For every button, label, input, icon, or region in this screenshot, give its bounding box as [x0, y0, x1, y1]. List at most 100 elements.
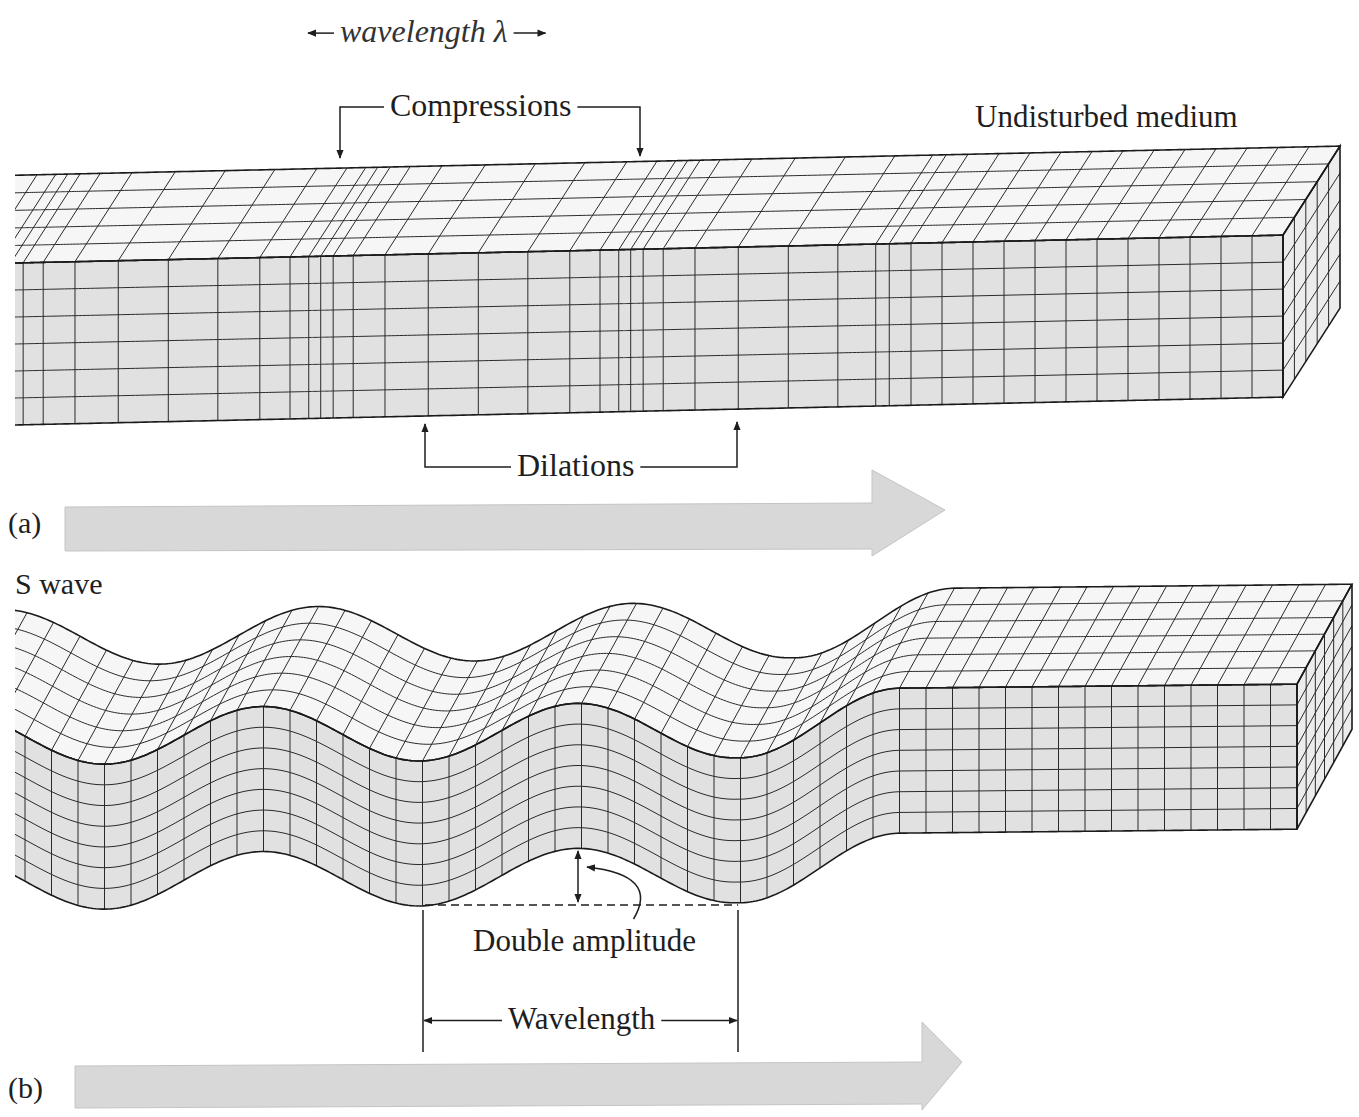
grid-line — [343, 735, 344, 880]
grid-line — [1035, 152, 1092, 241]
grid-line — [1328, 164, 1329, 326]
front-face — [15, 235, 1283, 428]
grid-line — [1159, 149, 1216, 238]
extent-line — [737, 910, 739, 1052]
grid-line — [942, 154, 999, 243]
grid-line — [1342, 601, 1343, 746]
grid-line — [15, 370, 1283, 401]
amplitude-leader — [587, 867, 641, 919]
grid-line — [1138, 686, 1139, 831]
grid-line — [168, 171, 225, 260]
grid-line — [316, 721, 317, 866]
grid-line — [478, 164, 535, 253]
grid-line — [15, 808, 1297, 888]
s-wave-block — [15, 584, 1352, 909]
dimension-arrow — [424, 1020, 502, 1022]
wavelength-label: Wavelength — [508, 1000, 655, 1037]
panel-letter: (a) — [8, 505, 41, 541]
grid-line — [15, 601, 1343, 681]
grid-line — [15, 316, 1283, 347]
grid-line — [15, 175, 37, 264]
grid-line — [1333, 618, 1334, 763]
grid-line — [131, 760, 132, 905]
grid-line — [1317, 182, 1318, 344]
compressions-label: Compressions — [390, 86, 571, 124]
grid-line — [290, 168, 347, 257]
grid-line — [157, 750, 158, 895]
grid-line — [15, 174, 68, 263]
grid-line — [695, 159, 752, 248]
grid-lines — [15, 584, 1352, 909]
outline — [15, 235, 1283, 428]
grid-line — [1270, 684, 1271, 829]
grid-line — [15, 200, 1306, 231]
grid-line — [75, 173, 132, 262]
grid-line — [15, 182, 1317, 213]
grid-line — [51, 750, 52, 895]
grid-line — [1283, 227, 1340, 316]
grid-line — [15, 289, 1283, 320]
block-outline — [15, 584, 1352, 909]
leader-lines — [308, 33, 738, 1052]
outline — [15, 684, 1297, 909]
grid-line — [396, 758, 397, 903]
wavelength-note: wavelength λ — [340, 12, 508, 50]
grid-line — [1306, 668, 1307, 813]
grid-line — [15, 788, 1297, 868]
grid-line — [926, 688, 927, 833]
grid-line — [631, 160, 688, 249]
grid-line — [767, 753, 768, 898]
front-face — [15, 684, 1297, 909]
grid-line — [838, 156, 895, 245]
grid-line — [911, 154, 968, 243]
grid-line — [1058, 687, 1059, 832]
propagation-arrow — [65, 470, 945, 556]
grid-line — [1244, 685, 1245, 830]
panel-letter: (b) — [8, 1070, 43, 1106]
grid-line — [1097, 150, 1154, 239]
grid-line — [15, 262, 1283, 293]
grid-line — [1066, 151, 1123, 240]
medium-label: Undisturbed medium — [975, 98, 1238, 135]
outline — [1297, 584, 1352, 829]
grid-line — [634, 719, 635, 864]
grid-line — [1085, 686, 1086, 831]
p-wave-block — [15, 146, 1340, 428]
grid-line — [1164, 686, 1165, 831]
grid-line — [619, 161, 676, 250]
wave-type-label: S wave — [15, 566, 102, 602]
grid-line — [15, 767, 1297, 847]
grid-line — [1190, 148, 1247, 237]
grid-line — [15, 164, 1329, 195]
grid-line — [1283, 254, 1340, 343]
grid-line — [661, 733, 662, 878]
grid-line — [118, 172, 175, 261]
grid-line — [1324, 634, 1325, 779]
grid-line — [1217, 685, 1218, 830]
grid-line — [321, 167, 378, 256]
grid-line — [15, 613, 27, 713]
grid-line — [15, 217, 1294, 248]
grid-line — [15, 174, 56, 263]
amplitude-label: Double amplitude — [473, 922, 696, 959]
grid-line — [1283, 200, 1340, 289]
hand-arrow — [308, 32, 334, 34]
grid-line — [502, 730, 503, 875]
grid-line — [15, 622, 54, 722]
grid-line — [428, 165, 485, 254]
grid-line — [687, 747, 688, 892]
grid-line — [104, 764, 105, 909]
dilations-label: Dilations — [517, 446, 634, 484]
bracket-arrow — [577, 107, 640, 156]
grid-line — [263, 707, 264, 852]
block-outline — [15, 146, 1340, 428]
grid-line — [260, 169, 317, 258]
grid-line — [1305, 200, 1306, 362]
grid-line — [973, 153, 1030, 242]
outline — [15, 584, 1352, 764]
grid-line — [290, 710, 291, 855]
grid-line — [184, 735, 185, 880]
grid-line — [1005, 687, 1006, 832]
dashed-reference — [425, 904, 738, 906]
